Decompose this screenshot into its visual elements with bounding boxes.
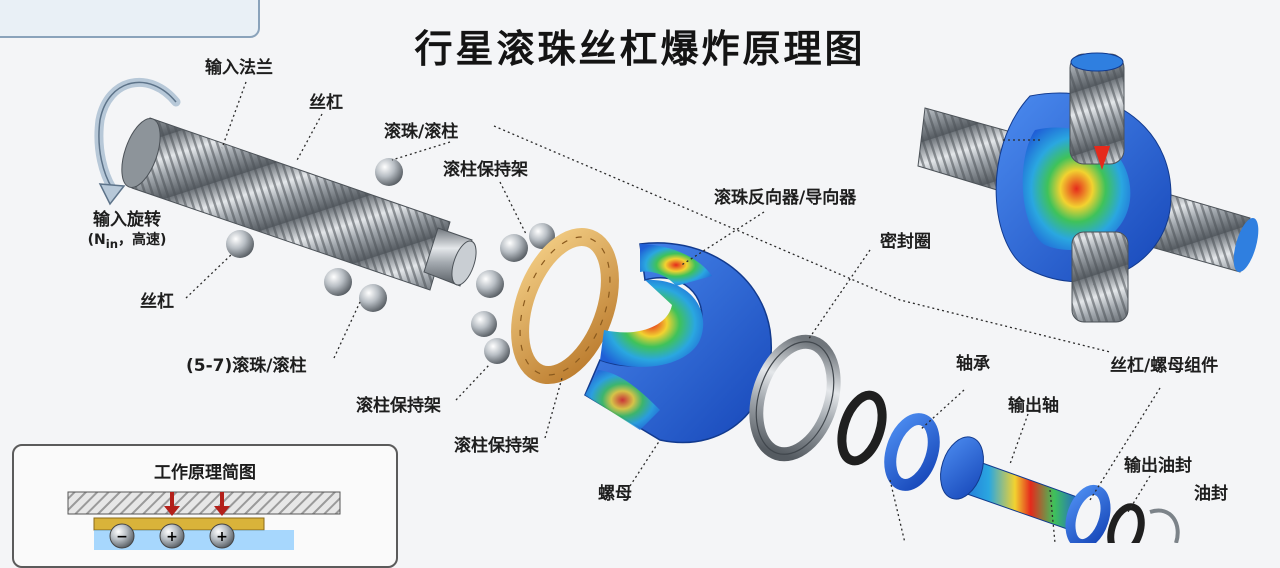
assembled-unit	[917, 52, 1259, 323]
seal-ring	[749, 334, 841, 462]
schematic-drawing: − + +	[67, 491, 341, 550]
label-output-oil-seal: 输出油封	[1124, 456, 1192, 476]
bearing	[884, 413, 940, 491]
schematic-minus: −	[116, 529, 128, 545]
label-bearing: 轴承	[956, 354, 990, 374]
loose-balls	[226, 158, 555, 364]
label-ball-roller-count: (5-7)滚珠/滚柱	[186, 356, 307, 376]
top-left-frame	[0, 0, 260, 38]
diagram-title: 行星滚珠丝杠爆炸原理图	[414, 27, 866, 71]
label-roller-cage-bottom: 滚柱保持架	[454, 436, 539, 456]
nut-fea	[584, 242, 772, 444]
label-input-rotation-open: (	[87, 232, 94, 248]
label-roller-cage-mid: 滚柱保持架	[356, 396, 441, 416]
label-seal-ring: 密封圈	[880, 232, 931, 252]
label-input-rotation-sub: in	[105, 236, 118, 251]
label-oil-seal: 油封	[1194, 484, 1228, 504]
label-output-shaft: 输出轴	[1008, 396, 1059, 416]
schematic-plus-1: +	[166, 529, 178, 545]
label-screw-nut-assembly: 丝杠/螺母组件	[1110, 356, 1219, 376]
label-input-rotation-main: 输入旋转	[93, 210, 161, 230]
label-input-rotation-detail: (Nin，高速)	[52, 230, 202, 254]
schematic-title: 工作原理简图	[154, 463, 256, 483]
working-principle-panel: 工作原理简图 − + +	[12, 444, 398, 568]
output-shaft	[940, 436, 1180, 543]
leader-lines	[185, 81, 1161, 543]
schematic-force-arrows	[164, 492, 230, 516]
label-roller-cage-top: 滚柱保持架	[443, 160, 528, 180]
label-reverser: 滚珠反向器/导向器	[714, 188, 857, 208]
schematic-plus-2: +	[216, 529, 228, 545]
roller-cage	[511, 227, 619, 385]
label-screw-left: 丝杠	[140, 292, 174, 312]
screw-shaft	[121, 117, 477, 291]
rotation-arrow-icon	[94, 77, 181, 206]
label-nut: 螺母	[598, 484, 632, 504]
label-input-flange: 输入法兰	[205, 58, 273, 78]
diagram-canvas	[94, 52, 1259, 543]
label-ball-roller-top: 滚珠/滚柱	[384, 122, 459, 142]
label-input-rotation: 输入旋转 (Nin，高速)	[52, 210, 202, 254]
label-screw-top: 丝杠	[309, 93, 343, 113]
black-oring	[837, 390, 887, 466]
label-input-rotation-rest: ，高速)	[118, 232, 167, 248]
label-input-rotation-n: N	[93, 232, 106, 248]
